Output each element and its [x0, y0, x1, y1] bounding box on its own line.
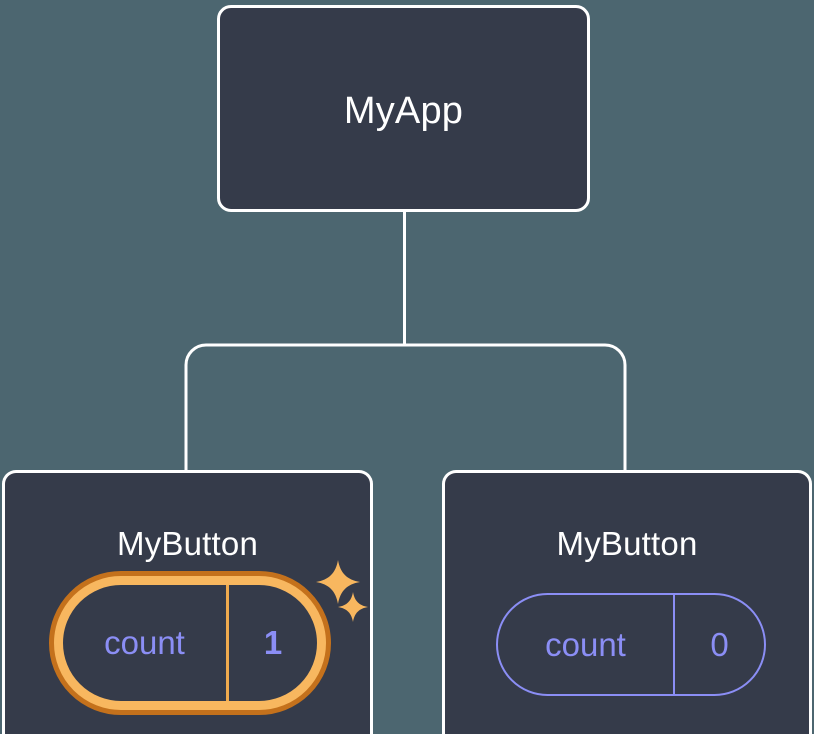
edge-branch-left [184, 343, 405, 472]
state-pill-border: count 1 [54, 576, 326, 710]
node-mybutton-right[interactable]: MyButton count 0 [442, 470, 812, 734]
state-pill-plain[interactable]: count 0 [496, 593, 766, 696]
state-pill-highlighted[interactable]: count 1 [49, 571, 331, 715]
node-mybutton-left[interactable]: MyButton count 1 [2, 470, 373, 734]
node-mybutton-right-title: MyButton [556, 525, 698, 562]
state-value-label: 0 [710, 625, 729, 663]
sparkle-small-icon [338, 592, 368, 622]
state-key-label: count [498, 595, 675, 694]
node-myapp[interactable]: MyApp [217, 5, 590, 212]
node-myapp-title: MyApp [343, 90, 464, 132]
state-key-label: count [63, 585, 229, 701]
edge-branch-right [404, 343, 627, 472]
node-mybutton-left-title: MyButton [117, 525, 258, 562]
sparkle-large-icon [316, 560, 360, 604]
state-pill-glow-ring [49, 571, 331, 715]
state-value-label: 1 [263, 624, 283, 661]
